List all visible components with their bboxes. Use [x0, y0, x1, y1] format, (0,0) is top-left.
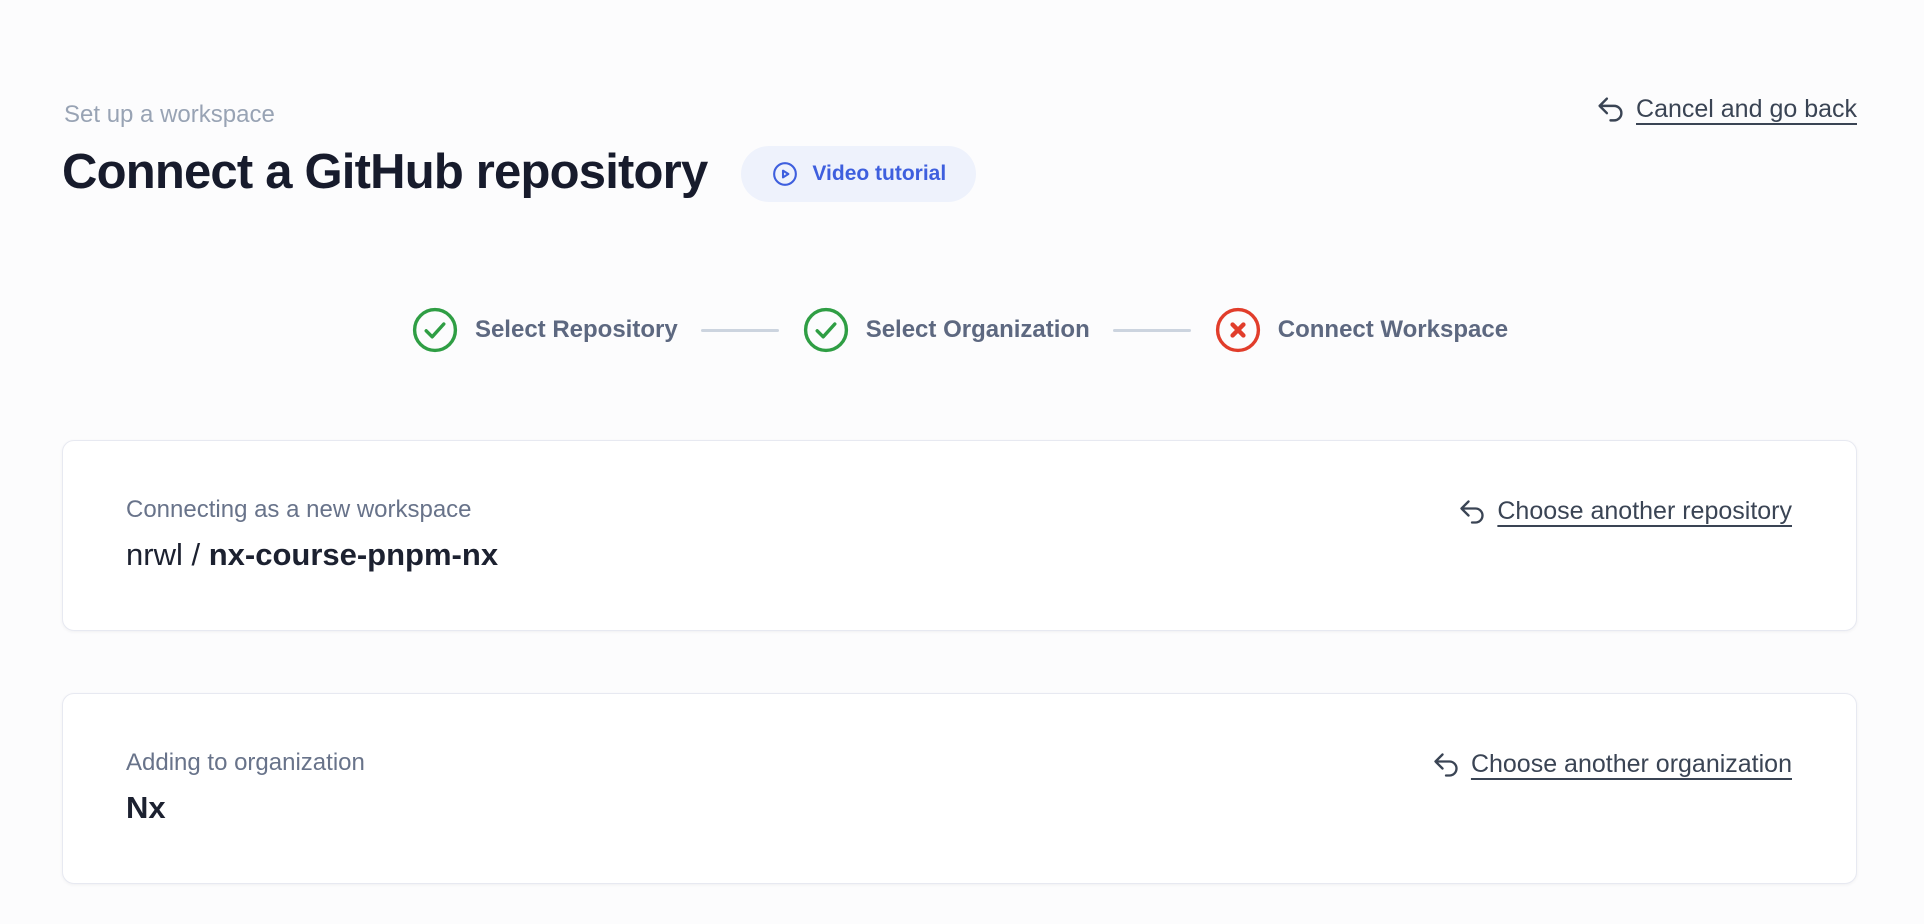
repository-card: Connecting as a new workspace nrwl / nx-…: [62, 440, 1857, 631]
organization-name: Nx: [126, 790, 166, 825]
step-connector: [1112, 328, 1191, 332]
choose-another-organization-label: Choose another organization: [1470, 750, 1792, 778]
step-select-repository: Select Repository: [411, 306, 678, 354]
organization-card-label: Adding to organization: [126, 749, 365, 776]
choose-another-repository-link[interactable]: Choose another repository: [1458, 497, 1792, 526]
undo-arrow-icon: [1458, 498, 1486, 526]
title-row: Connect a GitHub repository Video tutori…: [62, 142, 977, 202]
step-connector: [700, 328, 779, 332]
step-label: Select Organization: [865, 316, 1090, 343]
undo-arrow-icon: [1596, 95, 1625, 124]
cancel-and-go-back-link[interactable]: Cancel and go back: [1596, 95, 1857, 124]
repository-org: nrwl /: [126, 537, 201, 572]
step-label: Connect Workspace: [1277, 316, 1509, 343]
organization-card-info: Adding to organization Nx: [126, 748, 365, 829]
video-tutorial-button[interactable]: Video tutorial: [741, 146, 977, 202]
page-eyebrow: Set up a workspace: [64, 101, 275, 128]
choose-another-repository-label: Choose another repository: [1497, 497, 1792, 525]
repository-name: nx-course-pnpm-nx: [208, 537, 499, 572]
repository-full-name: nrwl / nx-course-pnpm-nx: [126, 534, 498, 576]
header-left: Set up a workspace Connect a GitHub repo…: [62, 100, 977, 202]
choose-another-organization-link[interactable]: Choose another organization: [1432, 750, 1792, 779]
repository-card-label: Connecting as a new workspace: [126, 496, 472, 523]
play-circle-icon: [771, 160, 799, 188]
page-title: Connect a GitHub repository: [62, 145, 708, 199]
x-circle-icon: [1214, 306, 1262, 354]
step-label: Select Repository: [474, 316, 678, 343]
step-connect-workspace: Connect Workspace: [1214, 306, 1508, 354]
stepper: Select Repository Select Organization Co…: [62, 306, 1857, 354]
cancel-and-go-back-label: Cancel and go back: [1636, 95, 1857, 123]
organization-name-value: Nx: [126, 787, 365, 829]
check-circle-icon: [802, 306, 850, 354]
undo-arrow-icon: [1432, 751, 1460, 779]
video-tutorial-label: Video tutorial: [812, 162, 947, 185]
step-select-organization: Select Organization: [802, 306, 1090, 354]
organization-card: Adding to organization Nx Choose another…: [62, 693, 1857, 884]
header: Set up a workspace Connect a GitHub repo…: [62, 95, 1857, 202]
repository-card-info: Connecting as a new workspace nrwl / nx-…: [126, 495, 498, 576]
check-circle-icon: [411, 306, 459, 354]
